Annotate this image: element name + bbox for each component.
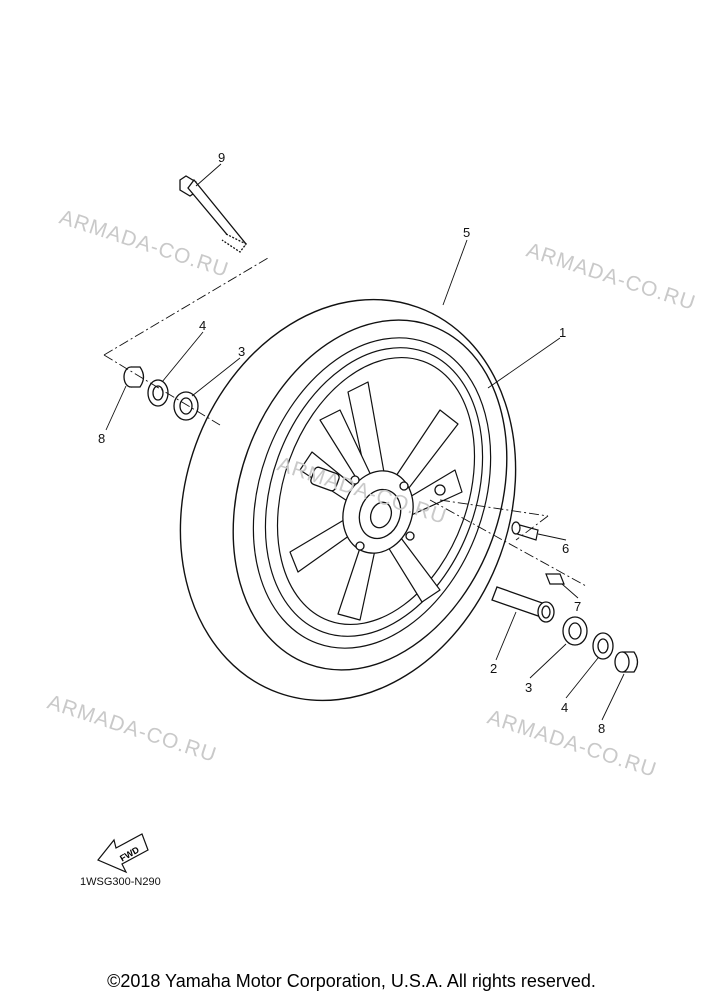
leader-lines [103,163,625,721]
copyright-notice: ©2018 Yamaha Motor Corporation, U.S.A. A… [107,971,596,991]
callout-2: 2 [490,661,497,676]
callout-9: 9 [218,150,225,165]
right-bearing [562,616,588,646]
fwd-arrow-icon: FWD [97,833,149,874]
wheel-rim [252,337,492,649]
callout-3-right: 3 [525,680,532,695]
right-collar [491,586,555,623]
callout-4-left: 4 [199,318,206,333]
callout-8-right: 8 [598,721,605,736]
callout-7: 7 [574,599,581,614]
callout-1: 1 [559,325,566,340]
left-bearing [173,391,199,421]
left-oil-seal [147,379,169,407]
axle-shaft [179,175,247,253]
right-oil-seal [592,632,614,660]
callout-6: 6 [562,541,569,556]
callout-5: 5 [463,225,470,240]
wheel-hub [310,466,446,554]
callout-8-left: 8 [98,431,105,446]
callout-4-right: 4 [561,700,568,715]
valve-stem [511,521,539,541]
left-spacer [123,366,145,388]
balance-weight [545,573,565,585]
tire [179,298,517,702]
drawing-code: 1WSG300-N290 [80,876,161,888]
callout-3-left: 3 [238,344,245,359]
right-spacer [614,651,639,673]
